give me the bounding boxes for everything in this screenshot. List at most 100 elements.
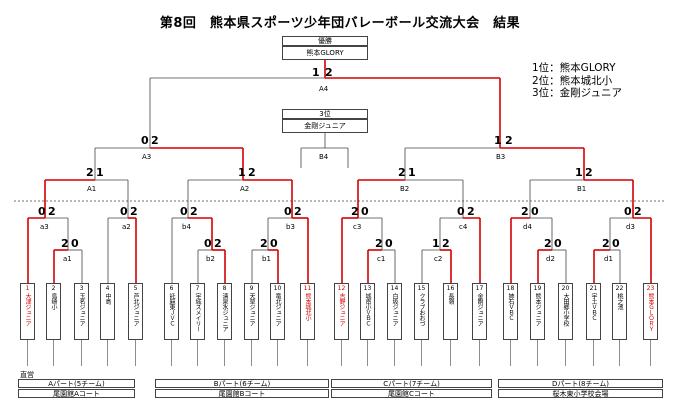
footer-note: 直営 xyxy=(20,371,34,379)
node-label-A1: A1 xyxy=(87,185,97,193)
node-label-d1: d1 xyxy=(604,255,613,263)
score-c3-right: 0 xyxy=(361,205,369,218)
team-number: 9 xyxy=(249,285,254,292)
team-name: 竜北ジュニア xyxy=(274,293,281,326)
score-c4-left: 0 xyxy=(457,205,465,218)
node-label-d4: d4 xyxy=(523,223,532,231)
team-number: 20 xyxy=(561,285,570,292)
team-number: 15 xyxy=(417,285,426,292)
champion-header: 優勝 xyxy=(282,36,368,46)
score-d1-left: 2 xyxy=(602,237,610,250)
team-number: 10 xyxy=(273,285,282,292)
final-standings: 1位：熊本GLORY 2位：熊本城北小 3位：金剛ジュニア xyxy=(532,62,622,100)
node-label-b1: b1 xyxy=(262,255,271,263)
team-number: 5 xyxy=(133,285,138,292)
score-c1-left: 2 xyxy=(375,237,383,250)
part-C: Cパート(7チーム) xyxy=(331,379,492,388)
team-number: 19 xyxy=(533,285,542,292)
team-name: 城南小ＶＢＣ xyxy=(364,293,371,326)
score-A3-right: 2 xyxy=(151,134,159,147)
node-label-a3: a3 xyxy=(40,223,49,231)
team-number: 16 xyxy=(446,285,455,292)
node-label-b4: b4 xyxy=(182,223,191,231)
score-B2-left: 2 xyxy=(398,166,406,179)
team-number: 18 xyxy=(506,285,515,292)
node-label-c3: c3 xyxy=(353,223,362,231)
score-d4-left: 2 xyxy=(521,205,529,218)
score-B2-right: 1 xyxy=(408,166,416,179)
node-label-a1: a1 xyxy=(63,255,72,263)
team-name: 天草ジュニア xyxy=(248,293,255,326)
score-d2-right: 0 xyxy=(554,237,562,250)
team-name: 大田郷小学校 xyxy=(562,293,569,326)
score-a1-right: 0 xyxy=(71,237,79,250)
score-b4-left: 0 xyxy=(180,205,188,218)
score-A2-left: 1 xyxy=(238,166,246,179)
node-label-A2: A2 xyxy=(240,185,250,193)
third-place-name: 金剛ジュニア xyxy=(282,119,368,133)
node-label-B1: B1 xyxy=(577,185,587,193)
part-B: Bパート(6チーム) xyxy=(155,379,329,388)
team-number: 3 xyxy=(79,285,84,292)
team-name: クラブおおづ xyxy=(418,293,425,326)
team-name: 熊本ジュニア xyxy=(534,293,541,326)
score-c1-right: 0 xyxy=(385,237,393,250)
team-name: 吉野ジュニア xyxy=(338,293,345,326)
final-score-left: 1 xyxy=(312,66,320,79)
team-number: 7 xyxy=(195,285,200,292)
node-label-d3: d3 xyxy=(626,223,635,231)
team-number: 12 xyxy=(337,285,346,292)
team-number: 17 xyxy=(475,285,484,292)
score-b2-right: 2 xyxy=(214,237,222,250)
score-b1-left: 2 xyxy=(260,237,268,250)
team-name: 熊本ＧＬＯＲＹ xyxy=(647,293,654,332)
part-A: Aパート(5チーム) xyxy=(18,379,135,388)
node-label-B2: B2 xyxy=(400,185,410,193)
team-name: 大津ジュニア xyxy=(24,293,31,326)
team-name: 芦北ジュニア xyxy=(132,293,139,326)
score-c2-left: 1 xyxy=(432,237,440,250)
score-d2-left: 2 xyxy=(544,237,552,250)
third-place-label: B4 xyxy=(319,153,329,161)
node-label-A3: A3 xyxy=(142,153,152,161)
team-number: 2 xyxy=(51,285,56,292)
team-name: 宇城スメイリー xyxy=(194,293,201,332)
score-a2-left: 0 xyxy=(120,205,128,218)
part-D: Dパート(8チーム) xyxy=(498,379,663,388)
team-name: 清泉水ジュニア xyxy=(221,293,228,332)
score-b3-left: 0 xyxy=(284,205,292,218)
court-B: 尾園館Bコート xyxy=(155,389,329,398)
score-a3-left: 0 xyxy=(38,205,46,218)
court-C: 尾園館Cコート xyxy=(331,389,492,398)
node-label-B3: B3 xyxy=(496,153,506,161)
team-name: 島崎小 xyxy=(50,293,57,310)
score-B1-left: 1 xyxy=(575,166,583,179)
team-name: 白坂ジュニア xyxy=(391,293,398,326)
score-d3-right: 2 xyxy=(634,205,642,218)
final-label: A4 xyxy=(319,85,329,93)
champion-name: 熊本GLORY xyxy=(282,46,368,60)
team-name: 宇土ＶＢＣ xyxy=(590,293,597,321)
third-place: 3位：金剛ジュニア xyxy=(532,87,622,99)
score-b2-left: 0 xyxy=(204,237,212,250)
node-label-c2: c2 xyxy=(434,255,443,263)
team-number: 21 xyxy=(589,285,598,292)
score-b3-right: 2 xyxy=(294,205,302,218)
